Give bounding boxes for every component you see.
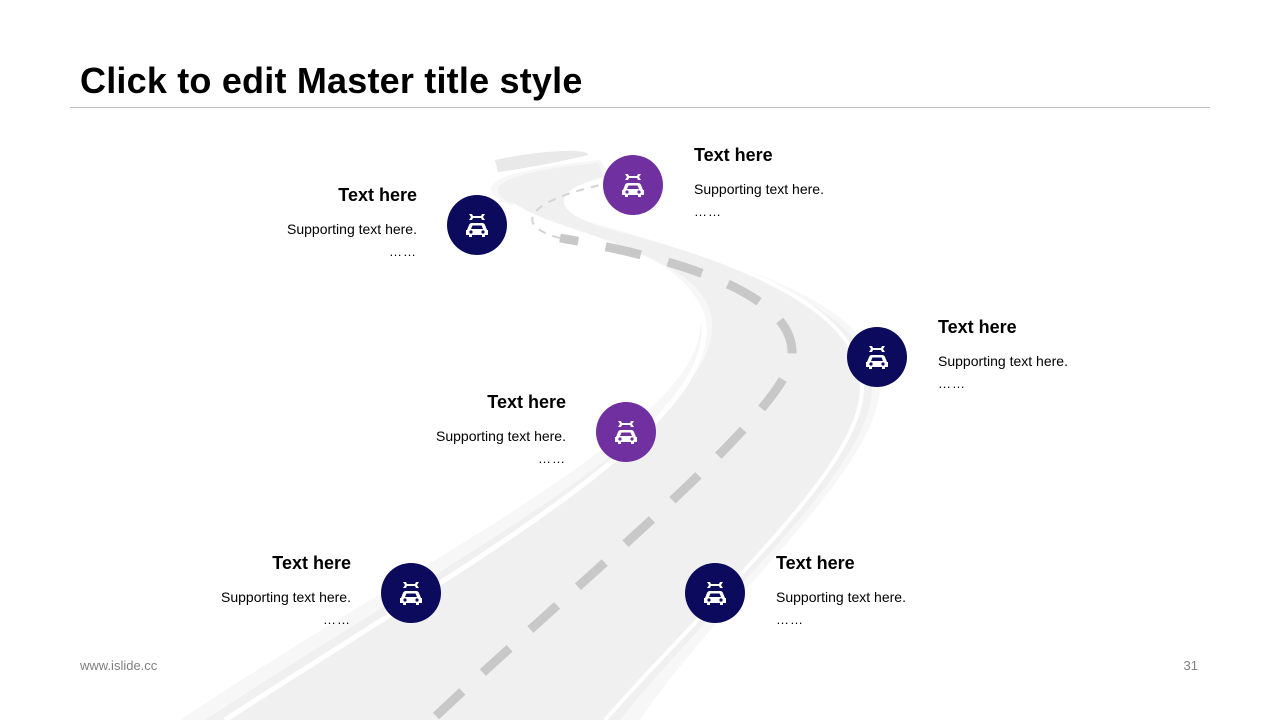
car-repair-icon (704, 582, 726, 605)
milestone-label-3: Text here Supporting text here. …… (938, 316, 1178, 392)
milestone-marker-3[interactable] (847, 327, 907, 387)
milestone-label-6: Text here Supporting text here. …… (776, 552, 1016, 628)
milestone-label-5: Text here Supporting text here. …… (111, 552, 351, 628)
milestone-heading: Text here (338, 185, 417, 205)
milestone-support: Supporting text here. (776, 589, 906, 605)
milestone-label-2: Text here Supporting text here. …… (177, 184, 417, 260)
milestone-ellipsis: …… (389, 244, 417, 259)
milestone-marker-1[interactable] (603, 155, 663, 215)
page-number: 31 (1183, 658, 1198, 673)
milestone-support: Supporting text here. (694, 181, 824, 197)
milestone-heading: Text here (487, 392, 566, 412)
milestone-ellipsis: …… (938, 376, 966, 391)
car-repair-icon (615, 421, 637, 444)
milestone-support: Supporting text here. (938, 353, 1068, 369)
milestone-marker-6[interactable] (685, 563, 745, 623)
milestone-heading: Text here (272, 553, 351, 573)
car-repair-icon (866, 346, 888, 369)
milestone-marker-4[interactable] (596, 402, 656, 462)
milestone-support: Supporting text here. (287, 221, 417, 237)
milestone-label-1: Text here Supporting text here. …… (694, 144, 934, 220)
milestone-ellipsis: …… (776, 612, 804, 627)
car-repair-icon (466, 214, 488, 237)
milestone-heading: Text here (694, 145, 773, 165)
road-center-dash (432, 233, 797, 720)
title-divider (70, 107, 1210, 108)
milestone-marker-5[interactable] (381, 563, 441, 623)
page-title: Click to edit Master title style (80, 60, 583, 101)
milestone-ellipsis: …… (694, 204, 722, 219)
milestone-marker-2[interactable] (447, 195, 507, 255)
milestone-ellipsis: …… (323, 612, 351, 627)
milestone-heading: Text here (938, 317, 1017, 337)
milestone-support: Supporting text here. (436, 428, 566, 444)
footer-website: www.islide.cc (80, 658, 158, 673)
milestone-heading: Text here (776, 553, 855, 573)
car-repair-icon (622, 174, 644, 197)
road-far-end (495, 150, 589, 172)
milestone-label-4: Text here Supporting text here. …… (326, 391, 566, 467)
milestone-ellipsis: …… (538, 451, 566, 466)
milestone-support: Supporting text here. (221, 589, 351, 605)
car-repair-icon (400, 582, 422, 605)
